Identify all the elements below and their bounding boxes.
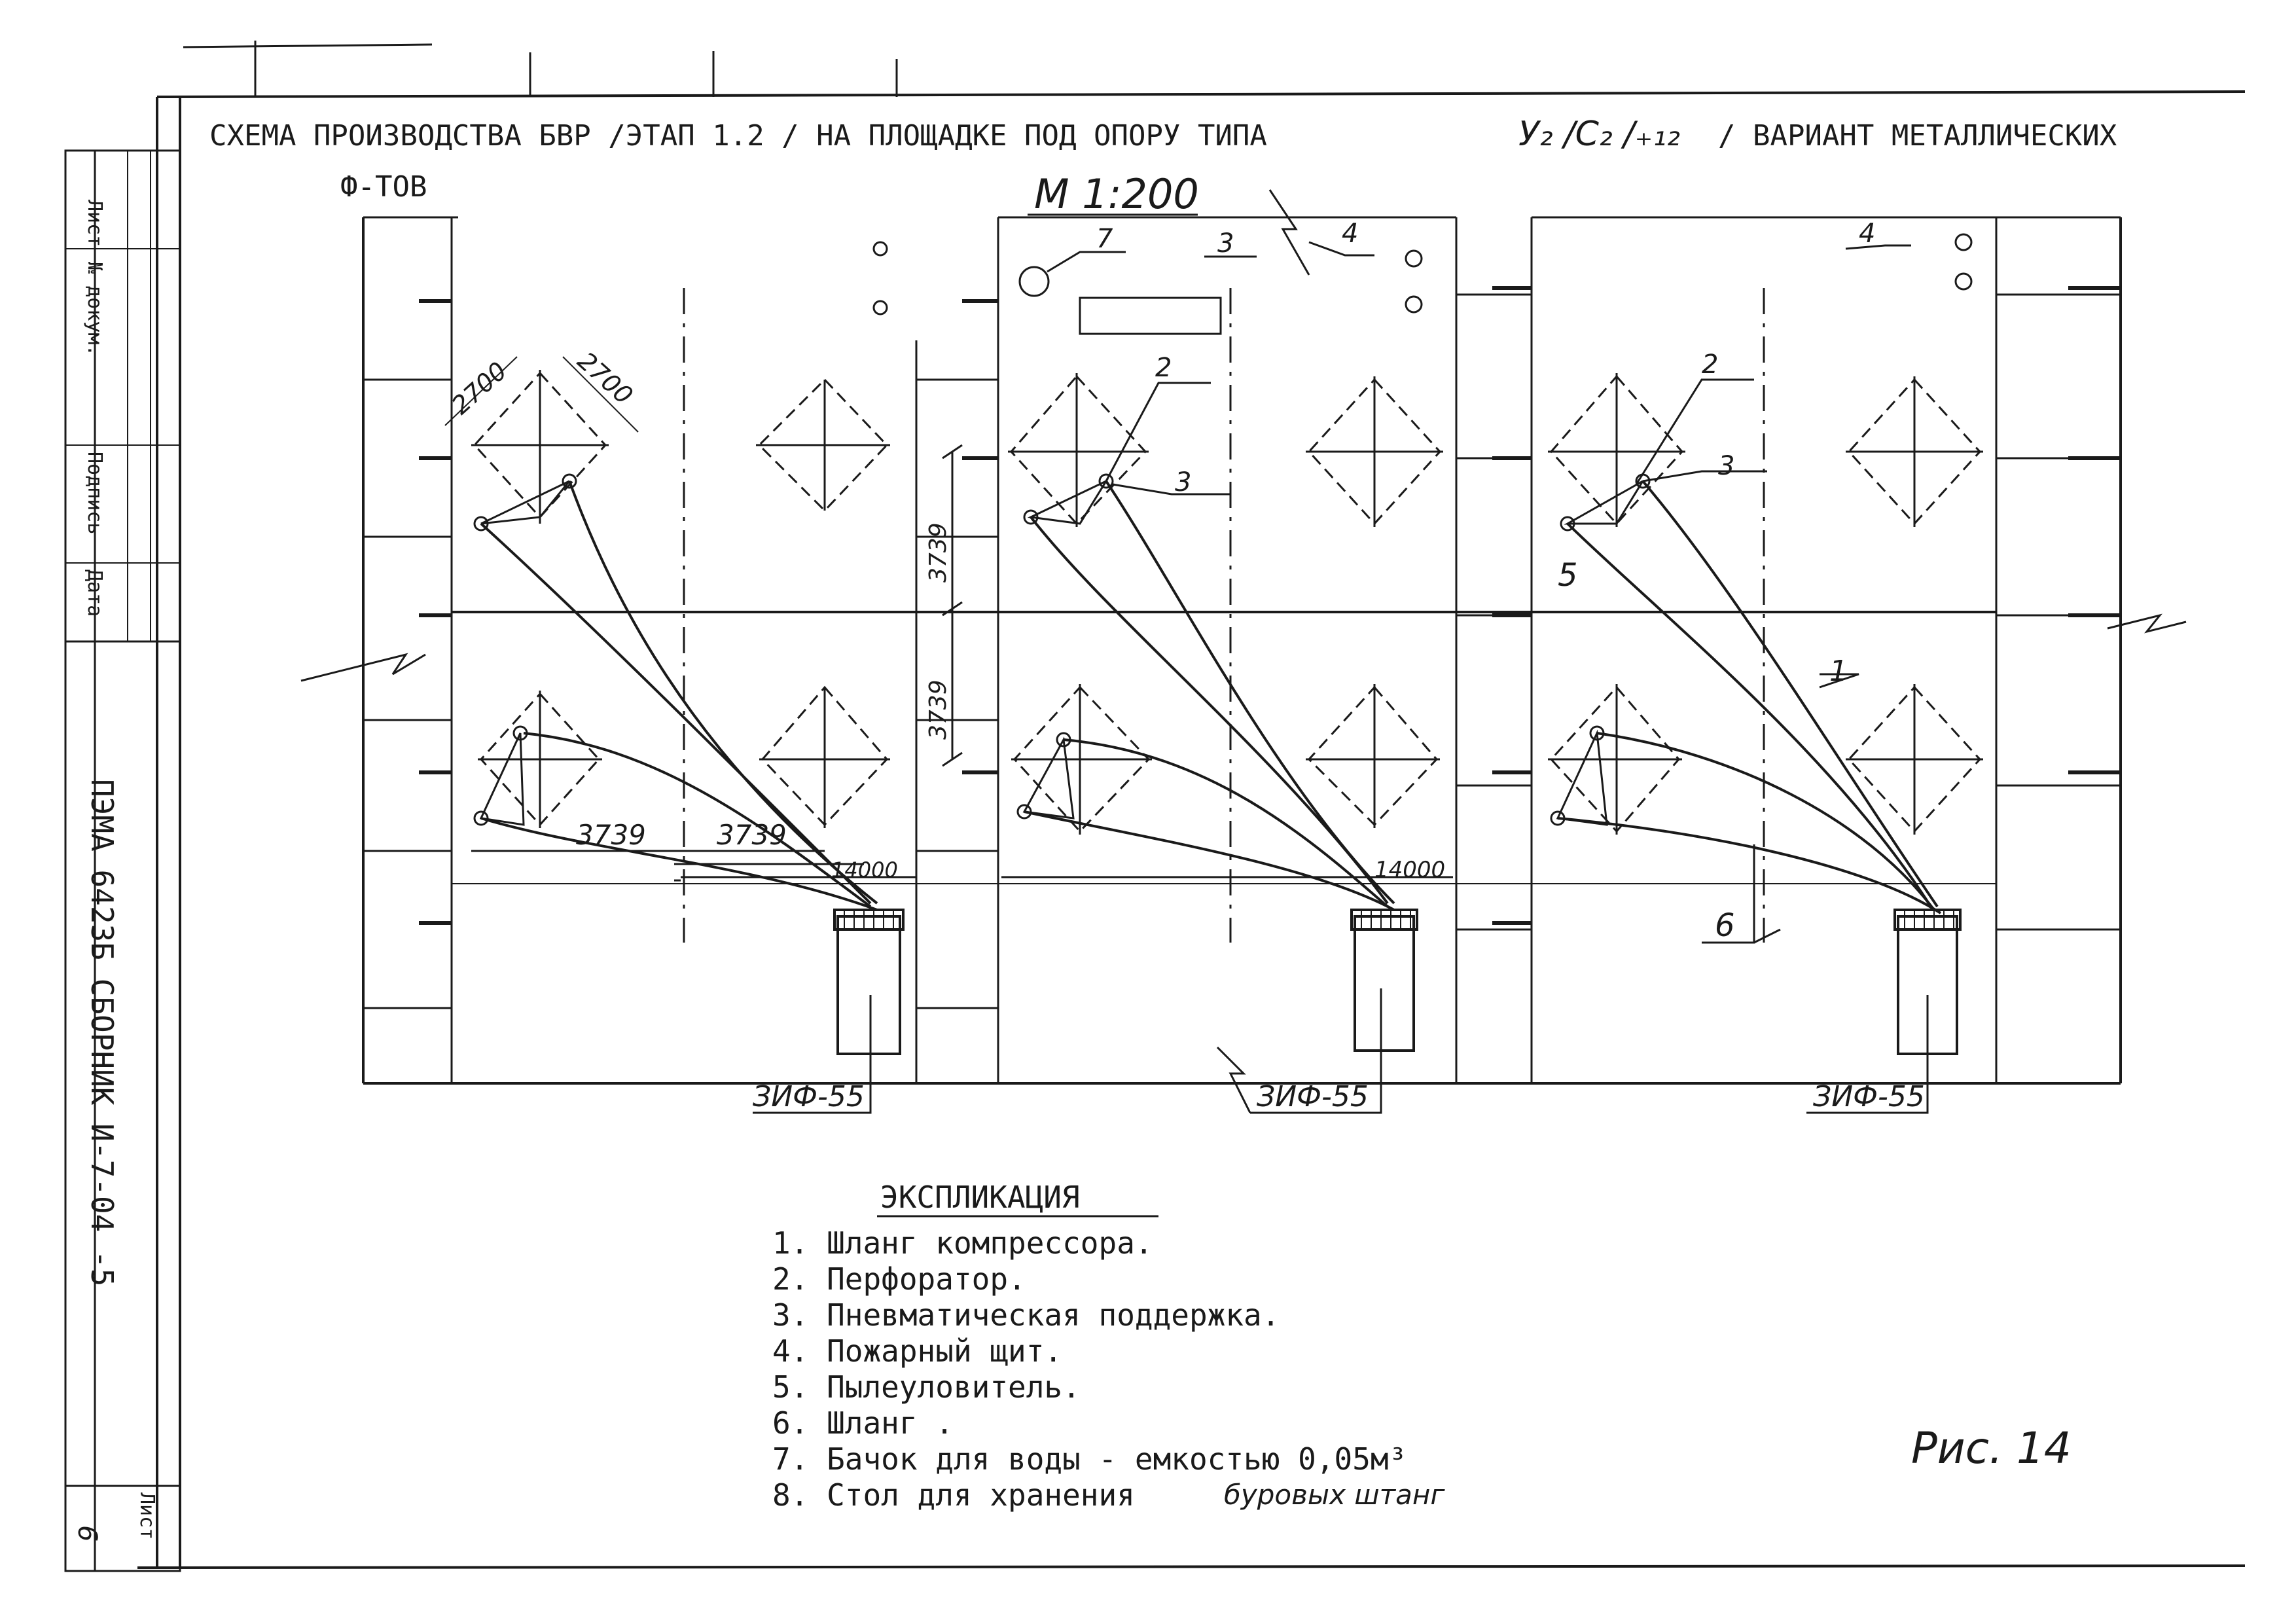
legend-item-1: 1. Шланг компрессора. [772, 1225, 1153, 1261]
dim-3739-vert-1: 3739 [925, 522, 952, 583]
legend-item-3: 3. Пневматическая поддержка. [772, 1297, 1280, 1333]
legend-item-8-handwritten: буровых штанг [1224, 1479, 1445, 1511]
dim-3739-h2: 3739 [717, 819, 787, 851]
dim-14000-2: 14000 [1374, 857, 1445, 883]
legend-item-5: 5. Пылеуловитель. [772, 1369, 1081, 1405]
fire-shields [872, 233, 1973, 316]
water-tank [1018, 266, 1050, 297]
stamp-sheet-number: 6 [72, 1525, 102, 1542]
legend-title: ЭКСПЛИКАЦИЯ [880, 1180, 1080, 1215]
callout-4-right: 4 [1859, 219, 1875, 249]
compressor-label-3: ЗИФ-55 [1813, 1080, 1925, 1113]
header: СХЕМА ПРОИЗВОДСТВА БВР /ЭТАП 1.2 / НА ПЛ… [209, 115, 2117, 218]
callout-4-mid: 4 [1342, 219, 1358, 249]
drill-triangles [479, 478, 1644, 826]
dimension-2700 [444, 356, 639, 433]
callout-6: 6 [1715, 907, 1735, 944]
compressor-label-2: ЗИФ-55 [1257, 1080, 1369, 1113]
dimension-3739-vertical [942, 444, 963, 767]
stamp-sheet-label: Лист [135, 1492, 158, 1540]
plan-drawing [300, 189, 2187, 1113]
hoses [480, 480, 1942, 914]
dim-14000-1: 14000 [831, 857, 898, 882]
side-stamp: Лист № докум. Подпись Дата ПЭМА 6423Б СБ… [64, 149, 181, 1572]
support-footings [473, 371, 1982, 833]
support-type: У₂ /С₂ /₊₁₂ [1518, 115, 1680, 154]
compressor-leaders [753, 988, 1929, 1114]
callout-2-right: 2 [1702, 350, 1718, 380]
legend-item-8: 8. Стол для хранения [772, 1477, 1135, 1513]
rod-table [1079, 297, 1222, 335]
stamp-col-docnum: № докум. [83, 262, 106, 357]
callout-7: 7 [1096, 224, 1113, 254]
dim-2700-right: 2700 [572, 346, 638, 410]
dim-2700-left: 2700 [446, 356, 512, 420]
callout-2-mid: 2 [1155, 353, 1172, 383]
title-line2: Ф-ТОВ [340, 170, 427, 204]
sheet-frame [137, 41, 2246, 1569]
dim-3739-h1: 3739 [576, 819, 646, 851]
stamp-col-date: Дата [83, 569, 106, 617]
callout-3-mid: 3 [1175, 467, 1191, 497]
compressor-label-1: ЗИФ-55 [753, 1080, 865, 1113]
figure-label: Рис. 14 [1911, 1423, 2072, 1473]
title-line1: СХЕМА ПРОИЗВОДСТВА БВР /ЭТАП 1.2 / НА ПЛ… [209, 119, 1267, 153]
dim-3739-vert-2: 3739 [925, 679, 952, 740]
scale-label: М 1:200 [1034, 170, 1199, 218]
legend-item-2: 2. Перфоратор. [772, 1261, 1026, 1297]
stamp-doc-code: ПЭМА 6423Б СБОРНИК И-7-04 -5 [84, 779, 120, 1286]
legend-item-6: 6. Шланг . [772, 1405, 954, 1441]
compressor-grills [844, 911, 1954, 928]
stamp-col-signature: Подпись [83, 452, 106, 534]
callout-5: 5 [1558, 557, 1578, 594]
callout-3-right: 3 [1718, 451, 1734, 481]
callout-3-top: 3 [1217, 228, 1234, 259]
footing-axes [471, 370, 1983, 835]
callout-1: 1 [1829, 655, 1848, 688]
compressor-units [833, 909, 1962, 1055]
legend-item-4: 4. Пожарный щит. [772, 1333, 1062, 1369]
stamp-col-sheet: Лист [83, 200, 106, 247]
title-line1-end: / ВАРИАНТ МЕТАЛЛИЧЕСКИХ [1718, 119, 2117, 153]
legend-item-7: 7. Бачок для воды - емкостью 0,05м³ [772, 1441, 1407, 1477]
callout-leaders [1047, 241, 1911, 944]
legend: ЭКСПЛИКАЦИЯ 1. Шланг компрессора. 2. Пер… [772, 1180, 1445, 1513]
